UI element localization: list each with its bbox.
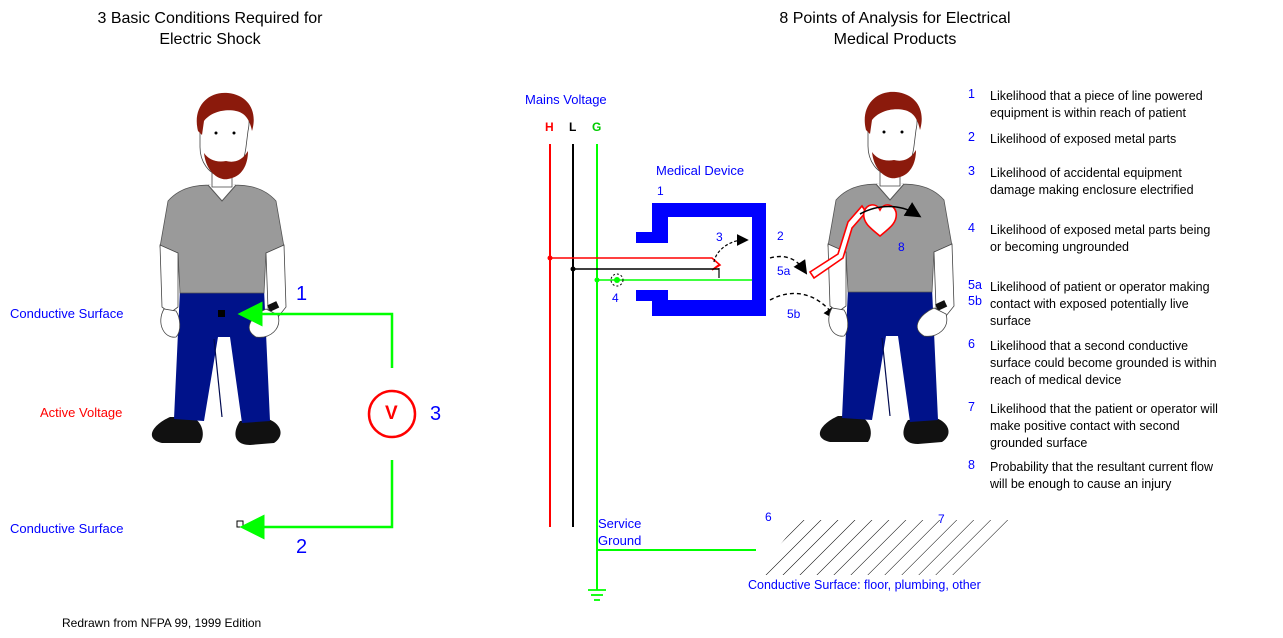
footer-credit: Redrawn from NFPA 99, 1999 Edition	[62, 616, 262, 630]
heart-icon	[862, 204, 898, 238]
condition-number-3: 3	[430, 403, 442, 425]
hot-wire-label: H	[545, 120, 554, 134]
analysis-point-text: Likelihood of exposed metal parts	[990, 132, 1177, 146]
medical-device-label: Medical Device	[656, 163, 745, 178]
analysis-point-number: 8	[968, 458, 975, 472]
marker-8: 8	[898, 240, 905, 254]
hand-contact-point	[218, 310, 225, 317]
service-ground-label: Service Ground	[598, 515, 641, 549]
marker-1: 1	[657, 184, 664, 198]
analysis-point-text: Likelihood that a second conductive surf…	[990, 339, 1217, 387]
condition-number-2: 2	[296, 536, 308, 558]
analysis-point-text: Likelihood of exposed metal parts being …	[990, 223, 1211, 254]
left-person-figure	[151, 92, 287, 446]
analysis-point-number: 5a 5b	[968, 278, 982, 308]
left-title: 3 Basic Conditions Required for Electric…	[60, 8, 360, 50]
mains-voltage-label: Mains Voltage	[525, 92, 607, 107]
marker-3: 3	[716, 230, 723, 244]
conductive-surface-bottom-label: Conductive Surface	[10, 521, 124, 536]
left-circuit	[237, 301, 394, 540]
device-internal-wiring	[547, 234, 752, 287]
active-voltage-label: Active Voltage	[40, 405, 123, 420]
analysis-point-number: 2	[968, 130, 975, 144]
line-wire-label: L	[569, 120, 577, 134]
analysis-point-number: 1	[968, 87, 975, 101]
analysis-point-text: Likelihood that the patient or operator …	[990, 402, 1218, 450]
analysis-point-text: Probability that the resultant current f…	[990, 460, 1214, 491]
left-title-line2: Electric Shock	[159, 31, 261, 48]
current-path-arrow	[859, 202, 922, 218]
arrow-5b	[769, 292, 838, 321]
ground-wire-label: G	[592, 120, 602, 134]
left-title-line1: 3 Basic Conditions Required for	[97, 10, 323, 27]
voltmeter-label: V	[385, 403, 398, 424]
right-title: 8 Points of Analysis for Electrical Medi…	[735, 8, 1055, 50]
foot-contact-point	[236, 520, 244, 528]
service-ground-line2: Ground	[598, 533, 642, 548]
analysis-point-text: Likelihood of patient or operator making…	[990, 280, 1210, 328]
analysis-point-number: 7	[968, 400, 975, 414]
mains-wires	[549, 144, 598, 590]
marker-5a: 5a	[777, 264, 791, 278]
arrow-5a	[769, 255, 808, 275]
hatched-floor	[756, 520, 1010, 575]
voltmeter-icon	[367, 389, 417, 439]
service-ground-line1: Service	[598, 516, 642, 531]
condition-number-1: 1	[296, 283, 308, 305]
marker-7: 7	[938, 512, 945, 526]
marker-6: 6	[765, 510, 772, 524]
marker-5b: 5b	[787, 307, 801, 321]
floor-label: Conductive Surface: floor, plumbing, oth…	[748, 578, 981, 592]
right-title-line2: Medical Products	[833, 31, 957, 48]
right-title-line1: 8 Points of Analysis for Electrical	[779, 10, 1011, 27]
right-person-figure	[819, 91, 955, 445]
analysis-point-number: 3	[968, 164, 975, 178]
marker-2: 2	[777, 229, 784, 243]
analysis-point-number: 4	[968, 221, 975, 235]
medical-device-enclosure	[652, 203, 766, 316]
analysis-point-text: Likelihood of accidental equipment damag…	[990, 166, 1194, 197]
conductive-surface-top-label: Conductive Surface	[10, 306, 124, 321]
ground-symbol-icon	[588, 589, 606, 601]
analysis-point-text: Likelihood that a piece of line powered …	[990, 89, 1203, 120]
marker-4: 4	[612, 291, 619, 305]
analysis-point-number: 6	[968, 337, 975, 351]
